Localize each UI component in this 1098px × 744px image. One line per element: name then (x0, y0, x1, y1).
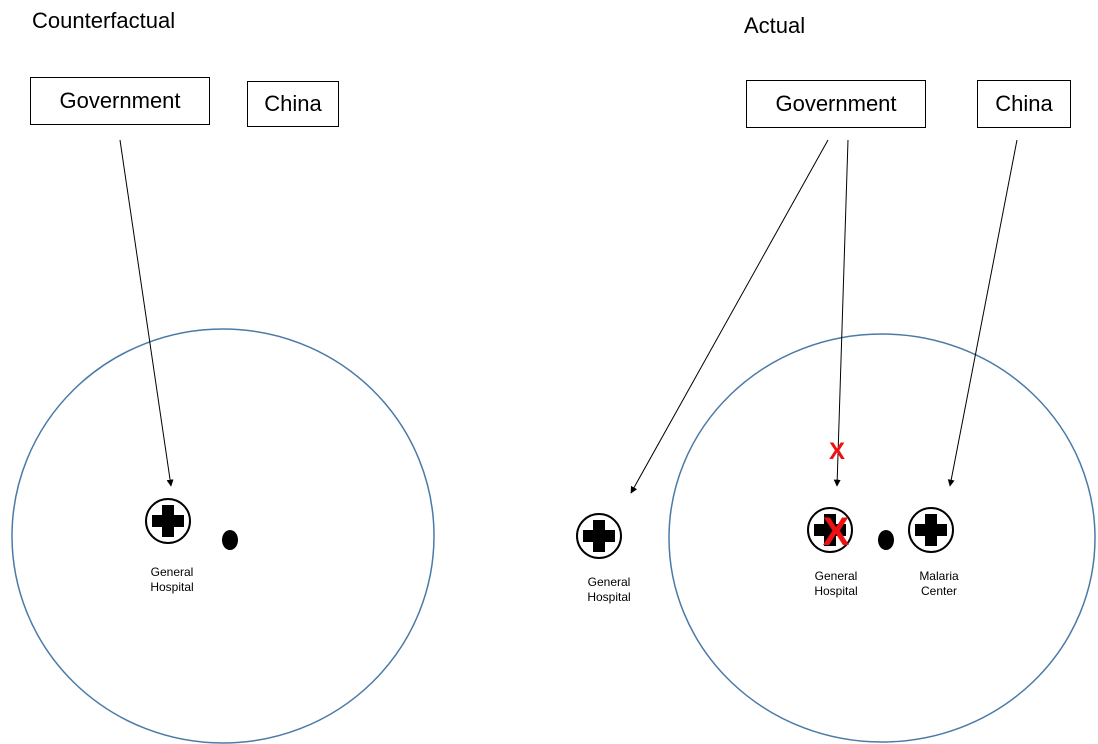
counterfactual-title: Counterfactual (32, 8, 176, 33)
counterfactual-hospital-label: General Hospital (127, 565, 217, 595)
hospital-cross-icon (576, 513, 622, 559)
actual-gov-to-outside-hospital-arrow (630, 139, 829, 494)
label-line: Hospital (150, 580, 194, 594)
label-line: Hospital (587, 590, 631, 604)
actual-china-to-malaria-center-arrow (947, 139, 1018, 487)
actual-gov-to-cancelled-hospital-arrow (833, 139, 849, 487)
actual-title: Actual (744, 13, 806, 38)
counterfactual-gov-to-hospital-arrow (119, 139, 174, 487)
actual-government-box: Government (746, 80, 926, 128)
label-line: Center (920, 584, 958, 598)
counterfactual-china-box: China (247, 81, 339, 127)
cancelled-hospital-label: General Hospital (791, 569, 881, 599)
label-line: General (587, 575, 631, 589)
city-dot (222, 530, 238, 550)
label-line: General (150, 565, 194, 579)
malaria-center-label: Malaria Center (894, 569, 984, 599)
label-line: Malaria (919, 569, 959, 583)
cancel-mark-on-hospital: X (823, 510, 850, 554)
actual-region-circle (668, 333, 1096, 743)
cancel-mark-on-arrow: X (829, 438, 845, 465)
actual-china-box: China (977, 80, 1071, 128)
counterfactual-region-circle (11, 328, 435, 744)
label-line: General (814, 569, 858, 583)
outside-hospital-label: General Hospital (564, 575, 654, 605)
city-dot (878, 530, 894, 550)
hospital-cross-icon (908, 507, 954, 553)
counterfactual-government-box: Government (30, 77, 210, 125)
hospital-cross-icon (145, 498, 191, 544)
label-line: Hospital (814, 584, 858, 598)
